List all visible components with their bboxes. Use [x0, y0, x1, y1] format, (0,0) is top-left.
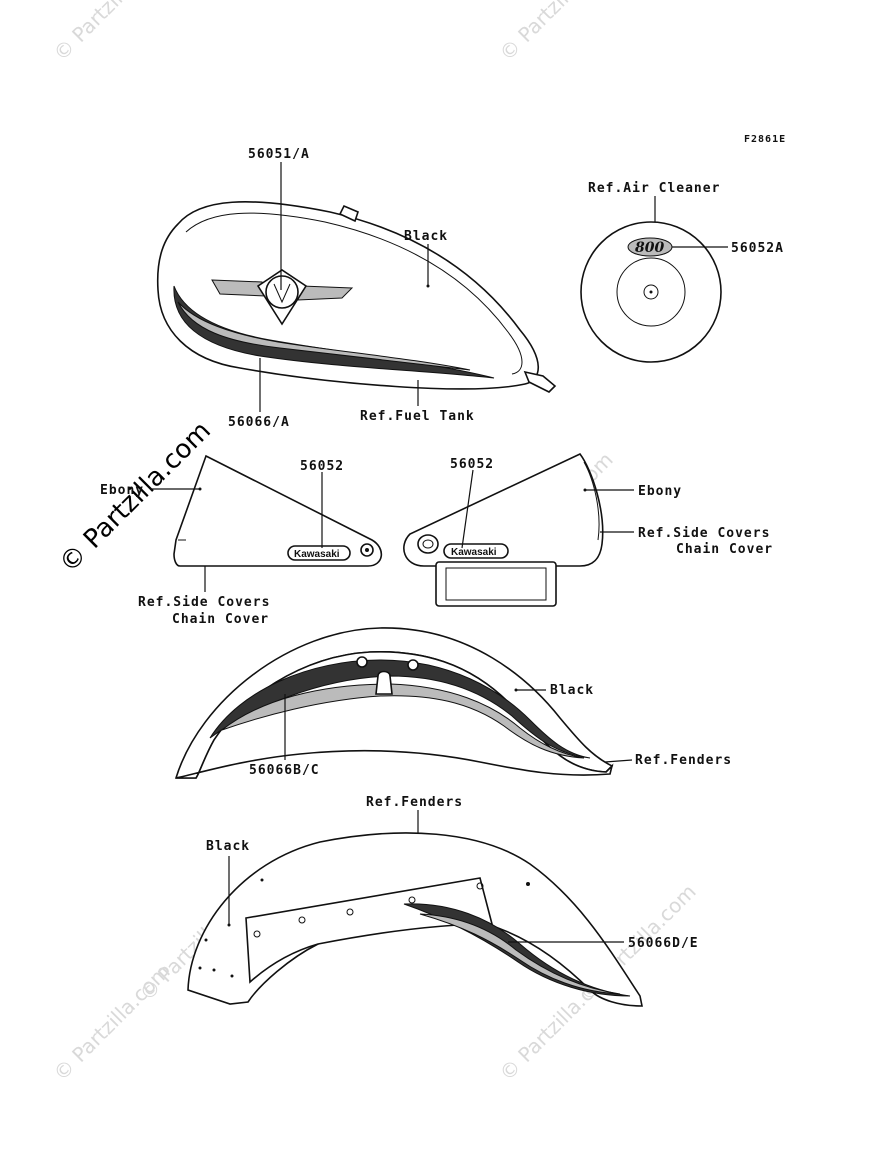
left-cover-ref-label-2: Chain Cover: [172, 612, 269, 627]
leader-line: [604, 759, 633, 763]
front-fender-ref-label: Ref.Fenders: [635, 753, 732, 768]
tank-color-label: Black: [404, 229, 448, 244]
front-fender: [174, 627, 614, 779]
rear-fender: [187, 832, 643, 1007]
rear-fender-ref-label: Ref.Fenders: [366, 795, 463, 810]
fuel-tank: [156, 201, 557, 393]
right-cover-emblem-text: Kawasaki: [451, 547, 497, 558]
left-cover-part-label: 56052: [300, 459, 344, 474]
figure-id: F2861E: [744, 134, 786, 145]
left-cover-color-label: Ebony: [100, 483, 144, 498]
left-cover-ref-label: Ref.Side Covers: [138, 595, 270, 610]
tank-ref-label: Ref.Fuel Tank: [360, 409, 475, 424]
right-cover-part-label: 56052: [450, 457, 494, 472]
right-cover-ref-label: Ref.Side Covers: [638, 526, 770, 541]
tank-part-label: 56051/A: [248, 147, 310, 162]
air-part-label: 56052A: [731, 241, 784, 256]
front-fender-part-label: 56066B/C: [249, 763, 320, 778]
right-cover-ref-label-2: Chain Cover: [676, 542, 773, 557]
tank-emblem: [211, 269, 354, 326]
right-cover-color-label: Ebony: [638, 484, 682, 499]
air-cleaner-badge-text: 800: [635, 240, 664, 256]
left-cover-emblem-text: Kawasaki: [294, 549, 340, 560]
left-side-cover: Kawasaki: [173, 454, 383, 567]
rear-fender-part-label: 56066D/E: [628, 936, 699, 951]
right-side-cover: Kawasaki: [403, 452, 604, 607]
air-cleaner: 800: [580, 221, 722, 363]
front-fender-color-label: Black: [550, 683, 594, 698]
watermark-text: © Partzilla.com: [495, 0, 621, 66]
leader-line: [461, 469, 474, 549]
rear-fender-color-label: Black: [206, 839, 250, 854]
watermark-text: © Partzilla.com: [49, 0, 175, 66]
tank-stripe-label: 56066/A: [228, 415, 290, 430]
air-ref-label: Ref.Air Cleaner: [588, 181, 720, 196]
